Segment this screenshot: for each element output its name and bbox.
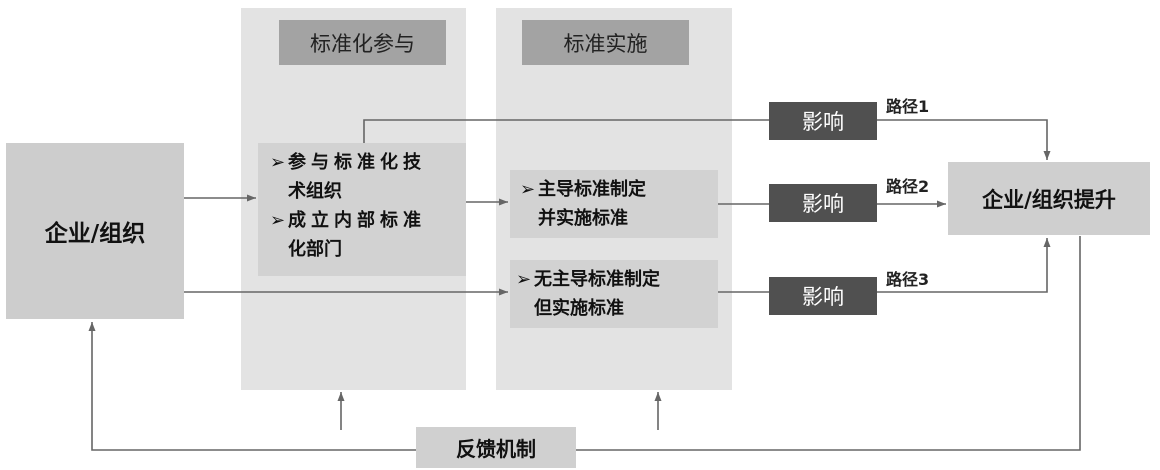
path3-line (718, 238, 1051, 293)
feedback-mechanism-label: 反馈机制 (456, 437, 536, 461)
implementation-leading-line-2: 并实施标准 (538, 208, 628, 229)
enterprise-organization-box: 企业/组织 (6, 143, 184, 319)
path1-line (363, 119, 1051, 160)
influence-box-path2: 影响 (769, 184, 877, 222)
participation-item-internal-dept: ➢ 成立内部标准 化部门 (270, 206, 458, 264)
enterprise-improvement-box: 企业/组织提升 (948, 162, 1150, 235)
implementation-box-leading: ➢ 主导标准制定 并实施标准 (510, 170, 718, 238)
enterprise-improvement-label: 企业/组织提升 (982, 187, 1116, 212)
arrow-bullet-icon: ➢ (516, 269, 532, 290)
arrow-bullet-icon: ➢ (270, 152, 286, 173)
participation-item-2-line-1: 成立内部标准 (288, 210, 426, 231)
participation-header: 标准化参与 (279, 20, 446, 65)
path-label-2: 路径2 (886, 177, 930, 196)
participation-item-2-line-2: 化部门 (288, 239, 342, 260)
path-label-3: 路径3 (886, 270, 930, 289)
implementation-box-non-leading: ➢ 无主导标准制定 但实施标准 (510, 260, 718, 328)
influence-box-path3: 影响 (769, 277, 877, 315)
implementation-leading-line-1: 主导标准制定 (538, 179, 646, 200)
feedback-line-left (88, 322, 416, 451)
implementation-nonleading-line-2: 但实施标准 (534, 298, 624, 319)
participation-item-technical-org: ➢ 参与标准化技 术组织 (270, 148, 458, 206)
participation-item-1-line-1: 参与标准化技 (288, 152, 426, 173)
influence-box-path1: 影响 (769, 102, 877, 140)
arrow-bullet-icon: ➢ (270, 210, 286, 231)
arrow-bullet-icon: ➢ (520, 179, 536, 200)
path-label-1: 路径1 (886, 97, 930, 116)
participation-item-1-line-2: 术组织 (288, 181, 342, 202)
enterprise-organization-label: 企业/组织 (44, 221, 146, 247)
implementation-nonleading-line-1: 无主导标准制定 (534, 269, 660, 290)
implementation-header: 标准实施 (522, 20, 689, 65)
feedback-line-right (576, 236, 1081, 451)
feedback-mechanism-box: 反馈机制 (416, 427, 576, 468)
participation-box: ➢ 参与标准化技 术组织 ➢ 成立内部标准 化部门 (258, 143, 466, 276)
